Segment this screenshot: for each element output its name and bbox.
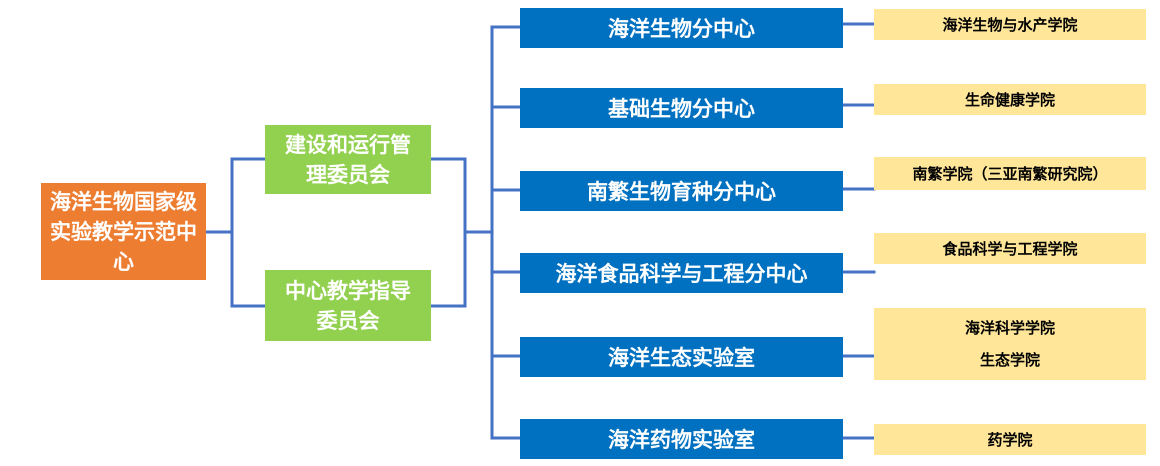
college-label: 食品科学与工程学院 <box>942 239 1078 258</box>
college-label: 生态学院 <box>979 351 1040 369</box>
college-box-4: 食品科学与工程学院 <box>874 233 1146 264</box>
center-marine-drug-lab: 海洋药物实验室 <box>520 419 843 459</box>
committee-teaching-guidance: 中心教学指导委员会 <box>265 270 431 341</box>
center-marine-ecology-lab: 海洋生态实验室 <box>520 337 843 377</box>
center-basic-biology: 基础生物分中心 <box>520 88 843 128</box>
committee-construction-management: 建设和运行管理委员会 <box>265 125 431 194</box>
college-label: 海洋科学学院 <box>964 319 1055 337</box>
college-box-6: 药学院 <box>874 424 1146 455</box>
center-marine-food: 海洋食品科学与工程分中心 <box>520 253 843 293</box>
college-box-3: 南繁学院（三亚南繁研究院） <box>874 157 1146 190</box>
college-box-5: 海洋科学学院 生态学院 <box>874 308 1146 380</box>
committee-label: 建设和运行管理委员会 <box>285 132 411 187</box>
center-label: 海洋生态实验室 <box>608 346 755 370</box>
center-label: 海洋药物实验室 <box>608 428 755 452</box>
root-node: 海洋生物国家级实验教学示范中心 <box>41 183 206 280</box>
college-box-1: 海洋生物与水产学院 <box>874 9 1146 40</box>
college-box-2: 生命健康学院 <box>874 84 1146 115</box>
committee-label: 中心教学指导委员会 <box>285 278 411 333</box>
center-label: 海洋食品科学与工程分中心 <box>555 262 808 286</box>
root-label: 海洋生物国家级实验教学示范中心 <box>50 189 197 274</box>
center-nanfan-breeding: 南繁生物育种分中心 <box>520 171 843 211</box>
center-marine-biology: 海洋生物分中心 <box>520 8 843 48</box>
college-label: 海洋生物与水产学院 <box>942 15 1078 34</box>
center-label: 基础生物分中心 <box>608 97 755 121</box>
center-label: 南繁生物育种分中心 <box>587 180 776 204</box>
college-label: 南繁学院（三亚南繁研究院） <box>912 164 1108 183</box>
college-label: 生命健康学院 <box>964 90 1055 109</box>
center-label: 海洋生物分中心 <box>608 17 755 41</box>
college-label: 药学院 <box>987 430 1033 449</box>
